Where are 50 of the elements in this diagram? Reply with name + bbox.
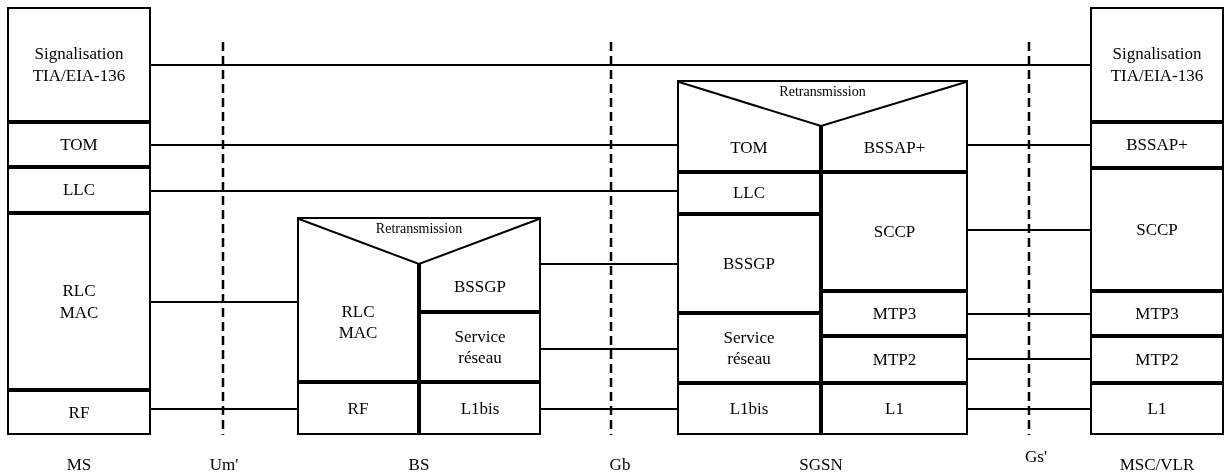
entity-label: SGSN bbox=[799, 454, 843, 473]
protocol-layer-box: BSSAP+ bbox=[821, 126, 968, 172]
protocol-layer-box: Signalisation TIA/EIA-136 bbox=[1090, 7, 1224, 122]
protocol-layer-box: TOM bbox=[7, 122, 151, 167]
connector-line bbox=[150, 144, 678, 146]
protocol-layer-box: L1bis bbox=[419, 382, 541, 435]
protocol-layer-box: MTP3 bbox=[1090, 291, 1224, 336]
connector-line bbox=[967, 408, 1091, 410]
protocol-layer-box: LLC bbox=[677, 172, 821, 214]
protocol-layer-box: TOM bbox=[677, 126, 821, 172]
layer-label: Retransmission bbox=[778, 83, 867, 101]
entity-label: Um' bbox=[209, 454, 239, 473]
protocol-layer-box: L1 bbox=[1090, 383, 1224, 435]
protocol-layer-box: RLC MAC bbox=[297, 264, 419, 382]
protocol-layer-box: L1 bbox=[821, 383, 968, 435]
entity-label: Gb bbox=[609, 454, 631, 473]
protocol-layer-box: SCCP bbox=[1090, 168, 1224, 291]
entity-label: BS bbox=[408, 454, 430, 473]
connector-line bbox=[967, 313, 1091, 315]
protocol-layer-box: MTP2 bbox=[821, 336, 968, 383]
connector-line bbox=[540, 263, 678, 265]
entity-label: Gs' bbox=[1025, 446, 1047, 469]
protocol-layer-box: BSSAP+ bbox=[1090, 122, 1224, 168]
connector-line bbox=[967, 358, 1091, 360]
protocol-layer-box: RLC MAC bbox=[7, 213, 151, 390]
protocol-layer-box: RF bbox=[7, 390, 151, 435]
entity-label: MSC/VLR bbox=[1119, 454, 1195, 473]
protocol-layer-box: LLC bbox=[7, 167, 151, 213]
protocol-layer-box: RF bbox=[297, 382, 419, 435]
protocol-layer-box: MTP3 bbox=[821, 291, 968, 336]
network-element-box bbox=[677, 80, 968, 435]
connector-line bbox=[150, 190, 678, 192]
entity-label: MS bbox=[66, 454, 92, 473]
protocol-layer-box: BSSGP bbox=[677, 214, 821, 313]
layer-label: Retransmission bbox=[374, 220, 464, 238]
protocol-layer-box: MTP2 bbox=[1090, 336, 1224, 383]
protocol-layer-box: Signalisation TIA/EIA-136 bbox=[7, 7, 151, 122]
protocol-layer-box: L1bis bbox=[677, 383, 821, 435]
protocol-layer-box: SCCP bbox=[821, 172, 968, 291]
connector-line bbox=[150, 64, 1091, 66]
connector-line bbox=[967, 144, 1091, 146]
connector-line bbox=[540, 348, 678, 350]
network-element-box bbox=[297, 217, 541, 435]
connector-line bbox=[540, 408, 678, 410]
connector-line bbox=[150, 301, 298, 303]
protocol-layer-box: Service réseau bbox=[677, 313, 821, 383]
connector-line bbox=[150, 408, 298, 410]
connector-line bbox=[967, 229, 1091, 231]
protocol-layer-box: BSSGP bbox=[419, 264, 541, 312]
protocol-layer-box: Service réseau bbox=[419, 312, 541, 382]
